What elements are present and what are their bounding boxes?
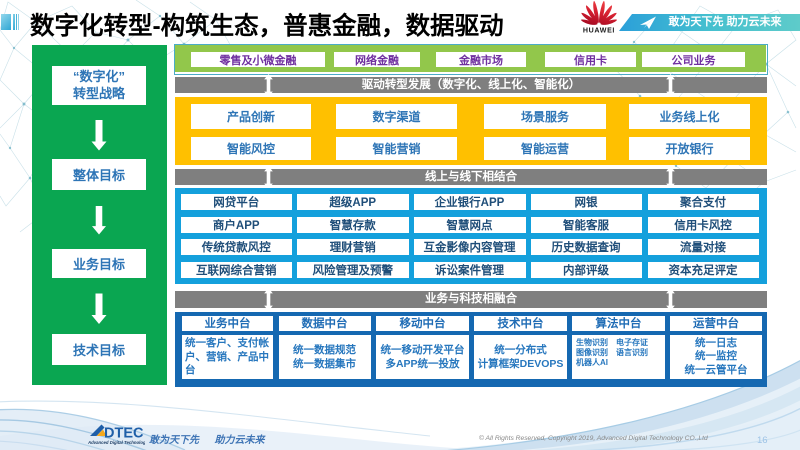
svg-text:HUAWEI: HUAWEI [583,28,615,34]
svg-text:DTEC: DTEC [104,426,144,442]
svg-text:Advanced Digital Technology: Advanced Digital Technology [87,440,145,445]
